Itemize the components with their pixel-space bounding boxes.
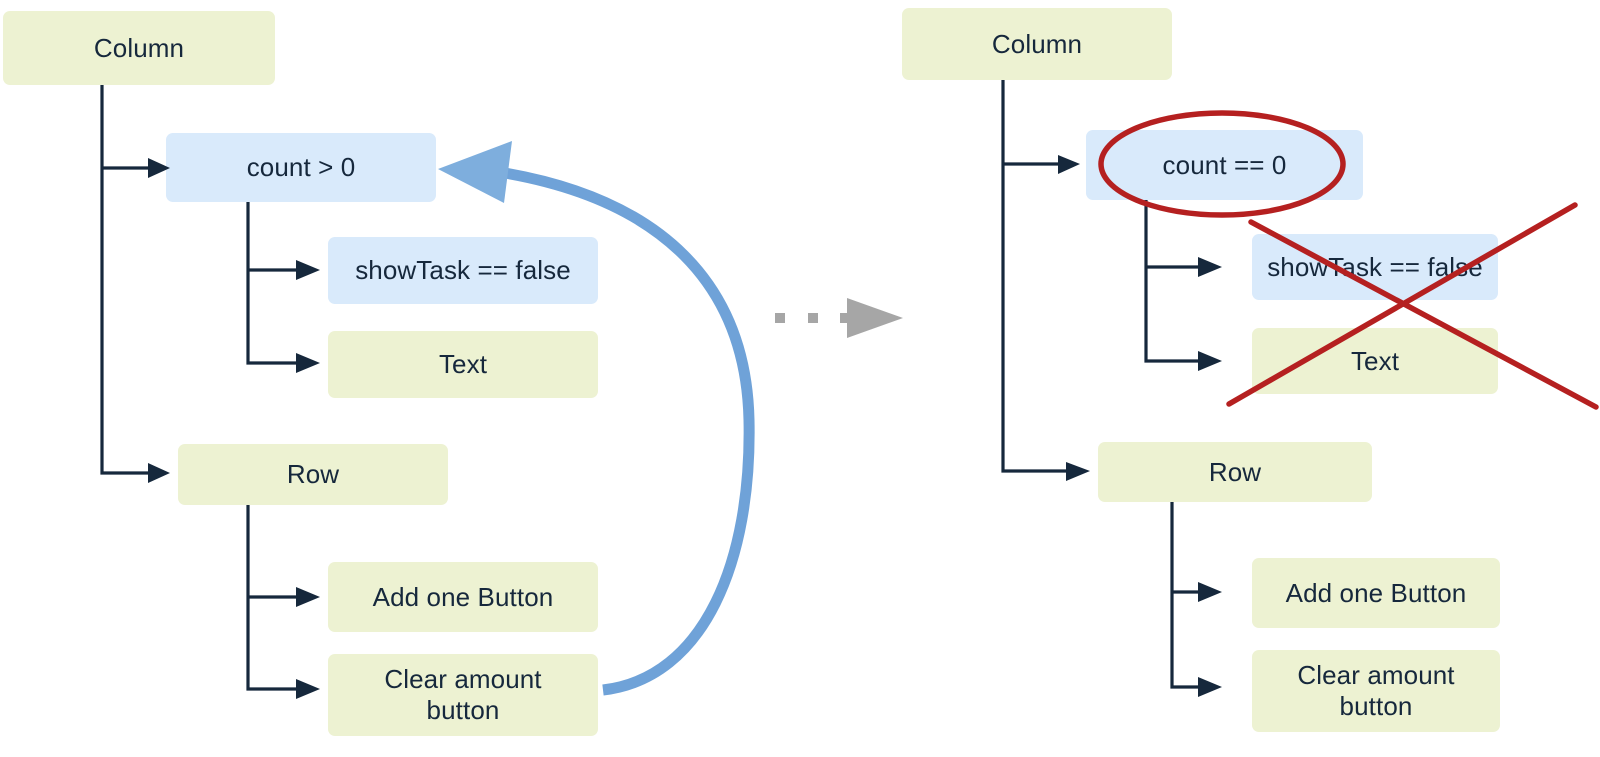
right-node-count-condition-label: count == 0 <box>1162 149 1287 180</box>
right-node-column-label: Column <box>991 28 1083 59</box>
right-arrowhead-to-text <box>1198 351 1222 371</box>
right-node-add-one-button: Add one Button <box>1252 558 1500 628</box>
left-node-text: Text <box>328 331 598 398</box>
right-node-count-condition: count == 0 <box>1086 130 1363 200</box>
right-node-text: Text <box>1252 328 1498 394</box>
right-arrowhead-to-clear-button <box>1198 677 1222 697</box>
left-arrowhead-to-add-button <box>296 587 320 607</box>
right-arrowhead-to-add-button <box>1198 582 1222 602</box>
left-node-showtask-label: showTask == false <box>355 255 571 286</box>
left-node-showtask: showTask == false <box>328 237 598 304</box>
transition-dot-1 <box>775 313 785 323</box>
left-arrowhead-to-clear-button <box>296 679 320 699</box>
left-node-count-condition-label: count > 0 <box>246 152 356 183</box>
transition-dot-2 <box>808 313 818 323</box>
right-node-row-label: Row <box>1208 456 1262 487</box>
right-connector-condition-trunk <box>1144 200 1198 363</box>
left-node-column-label: Column <box>93 32 185 63</box>
right-node-row: Row <box>1098 442 1372 502</box>
rebuild-feedback-arrowhead <box>438 141 512 203</box>
left-node-clear-amount-button: Clear amount button <box>328 654 598 736</box>
right-node-column: Column <box>902 8 1172 80</box>
transition-arrow-head <box>847 298 903 338</box>
left-node-add-one-button-label: Add one Button <box>372 581 554 612</box>
left-arrowhead-to-text <box>296 353 320 373</box>
transition-arrow-tail <box>840 313 854 323</box>
left-node-column: Column <box>3 11 275 85</box>
right-arrowhead-to-showtask <box>1198 257 1222 277</box>
left-node-count-condition: count > 0 <box>166 133 436 202</box>
right-arrowhead-to-condition <box>1058 155 1080 174</box>
left-node-text-label: Text <box>438 349 488 380</box>
right-node-add-one-button-label: Add one Button <box>1285 577 1467 608</box>
right-node-clear-amount-button-label: Clear amount button <box>1297 660 1455 721</box>
left-node-add-one-button: Add one Button <box>328 562 598 632</box>
right-node-text-label: Text <box>1350 345 1400 376</box>
left-node-clear-amount-button-label: Clear amount button <box>384 664 542 725</box>
right-connector-column-trunk <box>1001 80 1066 473</box>
right-node-showtask: showTask == false <box>1252 234 1498 300</box>
left-connector-condition-trunk <box>246 202 296 365</box>
left-arrowhead-to-showtask <box>296 260 320 280</box>
right-node-clear-amount-button: Clear amount button <box>1252 650 1500 732</box>
right-connector-row-trunk <box>1170 502 1198 689</box>
left-node-row-label: Row <box>286 459 340 490</box>
left-connector-column-trunk <box>100 85 148 475</box>
left-connector-row-trunk <box>246 505 296 691</box>
left-arrowhead-to-row <box>148 463 170 483</box>
right-arrowhead-to-row <box>1066 462 1090 481</box>
left-node-row: Row <box>178 444 448 505</box>
right-node-showtask-label: showTask == false <box>1267 251 1483 282</box>
